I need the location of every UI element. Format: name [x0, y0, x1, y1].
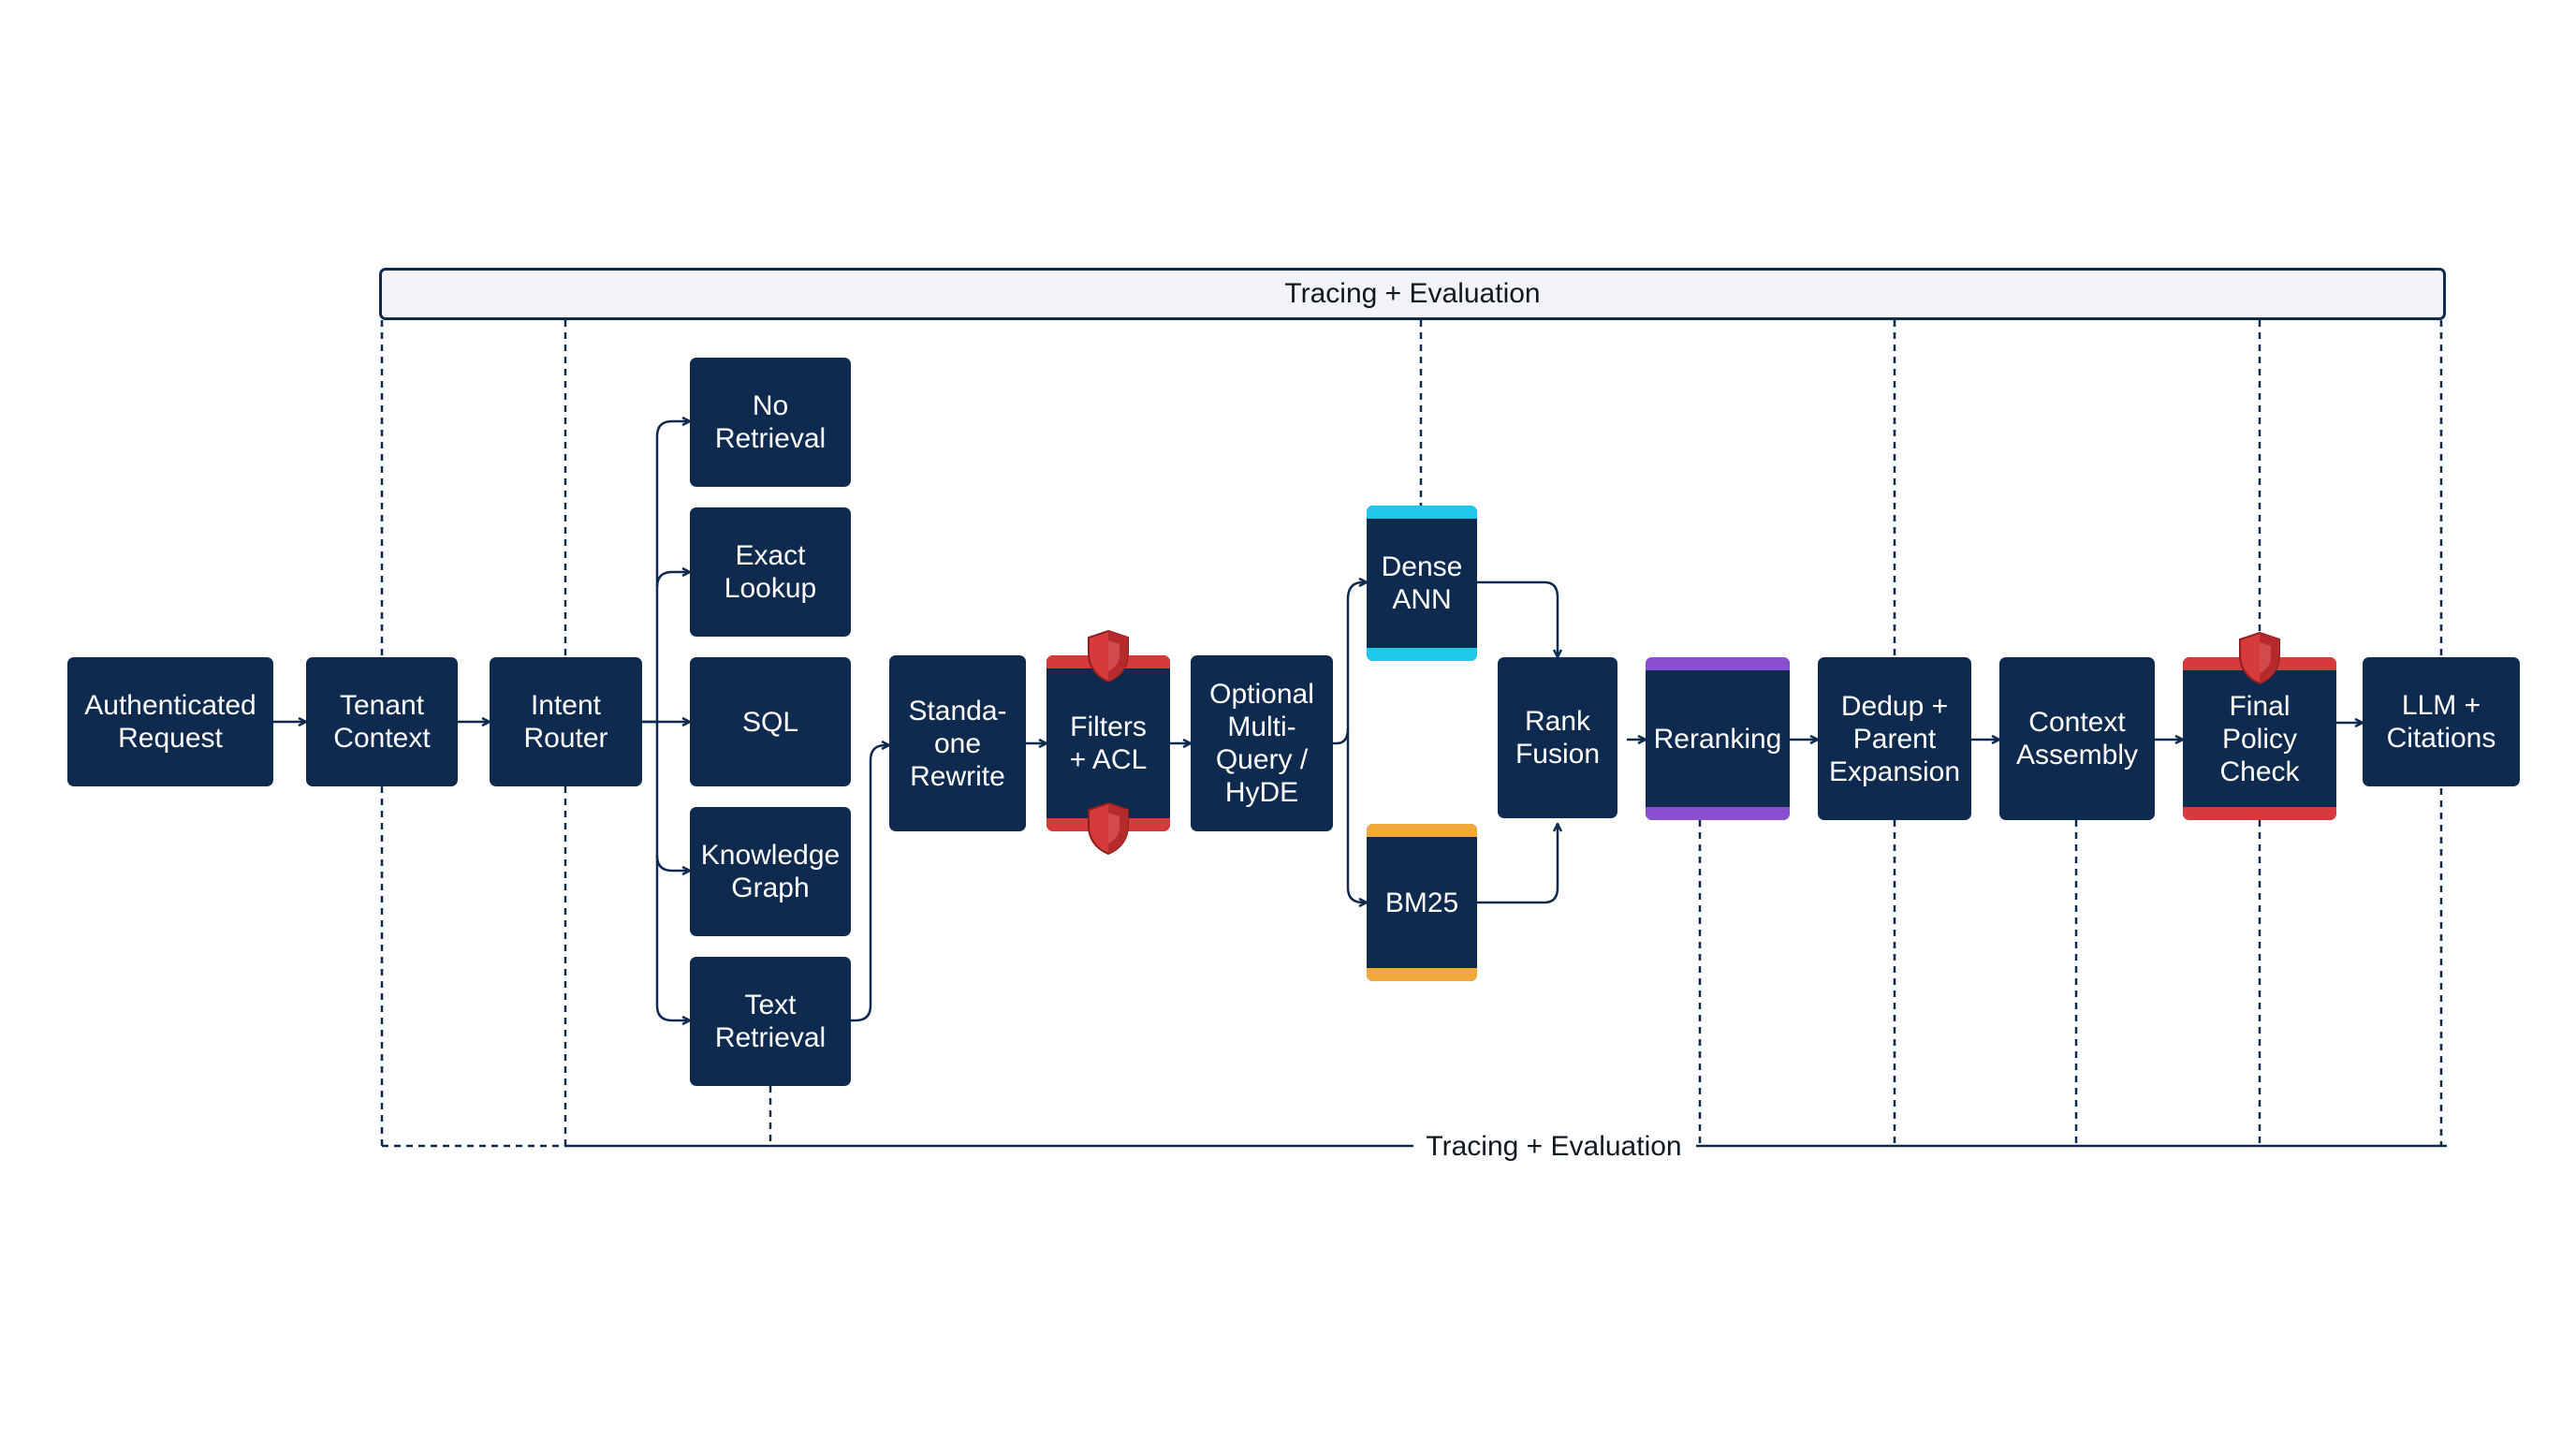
node-sql[interactable]: SQL: [690, 657, 851, 786]
shield-icon: [1088, 629, 1129, 683]
node-standalone-rewrite[interactable]: Standa- one Rewrite: [889, 655, 1026, 831]
node-label: No Retrieval: [714, 390, 827, 454]
tracing-bottom-label: Tracing + Evaluation: [1426, 1131, 1682, 1162]
node-no-retrieval[interactable]: No Retrieval: [690, 358, 851, 487]
node-label: Tenant Context: [333, 690, 431, 754]
dense-accent-band: [1367, 648, 1477, 661]
node-label: Text Retrieval: [714, 990, 827, 1053]
node-label: Knowledge Graph: [700, 840, 841, 903]
node-multi-query-hyde[interactable]: Optional Multi- Query / HyDE: [1191, 655, 1333, 831]
node-llm-citations[interactable]: LLM + Citations: [2363, 657, 2520, 786]
node-label: SQL: [741, 706, 799, 738]
rerank-accent-band: [1646, 657, 1790, 670]
node-filters-acl[interactable]: Filters + ACL: [1046, 655, 1170, 831]
node-label: LLM + Citations: [2386, 690, 2496, 754]
node-label: BM25: [1384, 887, 1459, 918]
tracing-dashed-lines: [380, 320, 2443, 1148]
shield-icon: [1088, 801, 1129, 856]
node-label: Reranking: [1653, 723, 1782, 755]
node-label: Dedup + Parent Expansion: [1828, 690, 1961, 787]
bm25-accent-band: [1367, 968, 1477, 981]
tracing-top-label: Tracing + Evaluation: [1284, 278, 1541, 309]
node-label: Final Policy Check: [2219, 690, 2300, 787]
node-context-assembly[interactable]: Context Assembly: [1999, 657, 2155, 820]
node-dedup-parent-expansion[interactable]: Dedup + Parent Expansion: [1818, 657, 1971, 820]
shield-icon: [2239, 631, 2280, 685]
bm25-accent-band: [1367, 824, 1477, 837]
flow-arrows: [273, 421, 2363, 1020]
node-rank-fusion[interactable]: Rank Fusion: [1498, 657, 1617, 818]
node-label: Authenticated Request: [84, 690, 256, 754]
node-intent-router[interactable]: Intent Router: [490, 657, 642, 786]
node-text-retrieval[interactable]: Text Retrieval: [690, 957, 851, 1086]
node-authenticated-request[interactable]: Authenticated Request: [67, 657, 273, 786]
node-dense-ann[interactable]: Dense ANN: [1367, 506, 1477, 661]
node-knowledge-graph[interactable]: Knowledge Graph: [690, 807, 851, 936]
node-tenant-context[interactable]: Tenant Context: [306, 657, 458, 786]
node-label: Intent Router: [523, 690, 608, 754]
dense-accent-band: [1367, 506, 1477, 519]
node-exact-lookup[interactable]: Exact Lookup: [690, 507, 851, 637]
rerank-accent-band: [1646, 807, 1790, 820]
node-label: Rank Fusion: [1515, 706, 1601, 770]
node-label: Optional Multi- Query / HyDE: [1209, 679, 1314, 808]
node-reranking[interactable]: Reranking: [1646, 657, 1790, 820]
node-bm25[interactable]: BM25: [1367, 824, 1477, 981]
node-label: Filters + ACL: [1069, 712, 1148, 775]
tracing-evaluation-header: Tracing + Evaluation: [379, 268, 2446, 320]
tracing-bottom-label-box: Tracing + Evaluation: [1413, 1126, 1694, 1167]
node-label: Exact Lookup: [724, 540, 817, 604]
node-label: Standa- one Rewrite: [908, 695, 1007, 792]
node-label: Dense ANN: [1381, 551, 1463, 615]
policy-accent-band: [2183, 807, 2336, 820]
node-label: Context Assembly: [2015, 707, 2139, 770]
